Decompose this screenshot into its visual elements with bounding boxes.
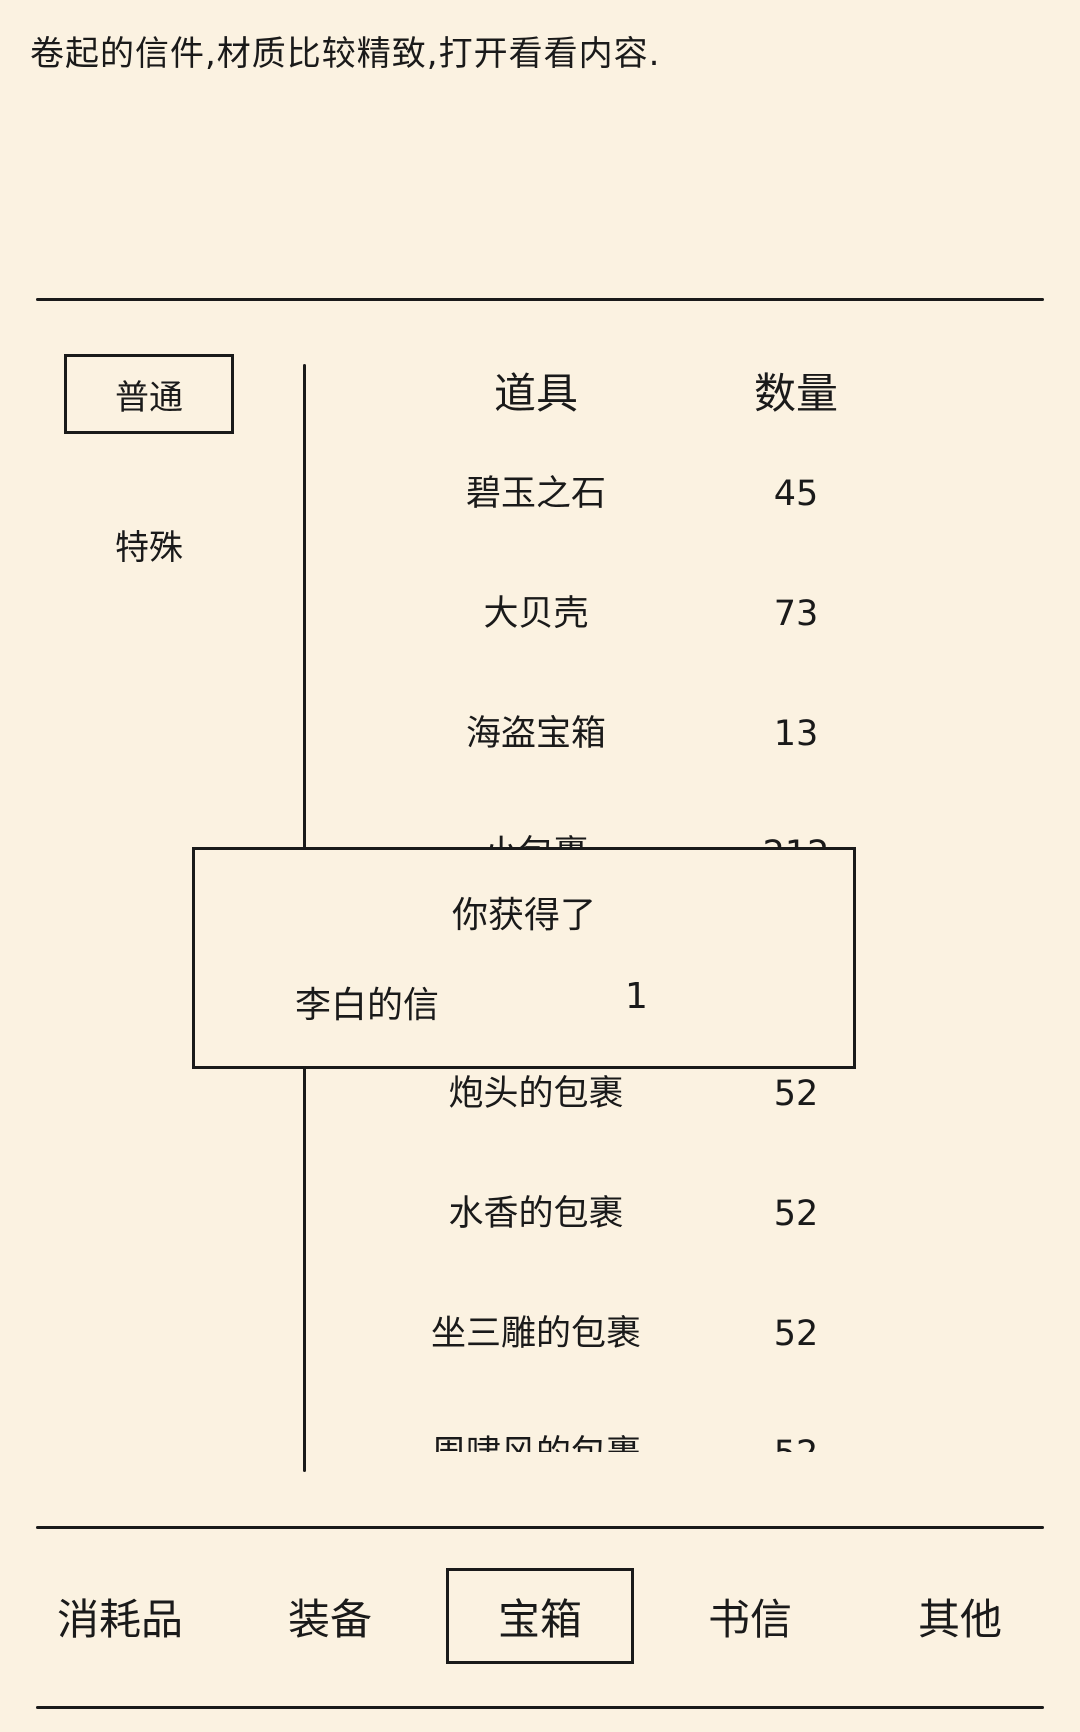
tab-other[interactable]: 其他 — [876, 1568, 1044, 1664]
item-qty: 73 — [773, 594, 819, 634]
item-name: 碧玉之石 — [465, 474, 606, 514]
tab-consumables[interactable]: 消耗品 — [36, 1568, 204, 1664]
item-list[interactable]: 道具 数量 碧玉之石 45 大贝壳 73 海盗宝箱 13 小包裹 212 炮头的… — [306, 340, 886, 1452]
item-name: 炮头的包裹 — [448, 1074, 624, 1114]
tab-other-label: 其他 — [917, 1594, 1002, 1644]
list-header: 道具 数量 — [306, 360, 886, 420]
item-name: 海盗宝箱 — [465, 714, 606, 754]
list-item[interactable]: 炮头的包裹 52 — [306, 1064, 886, 1124]
list-item[interactable]: 坐三雕的包裹 52 — [306, 1304, 886, 1364]
list-item[interactable]: 周啸风的包裹 52 — [306, 1424, 886, 1452]
top-divider — [36, 298, 1044, 301]
item-qty: 45 — [773, 474, 819, 514]
subcategory-special-button[interactable]: 特殊 — [64, 504, 234, 584]
item-name: 水香的包裹 — [448, 1194, 624, 1234]
item-name: 坐三雕的包裹 — [430, 1314, 641, 1354]
popup-title: 你获得了 — [451, 895, 596, 936]
tab-consumables-label: 消耗品 — [56, 1594, 183, 1644]
list-item[interactable]: 水香的包裹 52 — [306, 1184, 886, 1244]
tab-letters-label: 书信 — [707, 1594, 792, 1644]
item-qty: 13 — [773, 714, 819, 754]
subcategory-normal-label: 普通 — [115, 377, 183, 418]
subcategory-normal-button[interactable]: 普通 — [64, 354, 234, 434]
reward-popup[interactable]: 你获得了 李白的信 1 — [192, 847, 856, 1069]
list-item[interactable]: 海盗宝箱 13 — [306, 704, 886, 764]
item-qty: 52 — [706, 1424, 886, 1452]
popup-item-qty: 1 — [625, 976, 648, 1017]
item-name: 大贝壳 — [483, 594, 589, 634]
list-item[interactable]: 大贝壳 73 — [306, 584, 886, 644]
popup-item-name: 李白的信 — [295, 985, 440, 1026]
tabbar-bottom-divider — [36, 1706, 1044, 1709]
list-item[interactable]: 碧玉之石 45 — [306, 464, 886, 524]
item-qty: 52 — [773, 1194, 819, 1234]
tab-chests[interactable]: 宝箱 — [446, 1568, 634, 1664]
header-quantity: 数量 — [753, 369, 838, 418]
tabbar-top-divider — [36, 1526, 1044, 1529]
tab-chests-label: 宝箱 — [497, 1594, 582, 1644]
item-qty: 52 — [773, 1314, 819, 1354]
item-description: 卷起的信件,材质比较精致,打开看看内容. — [30, 34, 661, 74]
subcategory-special-label: 特殊 — [115, 527, 183, 568]
header-item: 道具 — [493, 369, 578, 418]
tab-equipment[interactable]: 装备 — [246, 1568, 414, 1664]
tab-equipment-label: 装备 — [287, 1594, 372, 1644]
item-qty: 52 — [773, 1074, 819, 1114]
item-name: 周啸风的包裹 — [306, 1424, 766, 1452]
tab-letters[interactable]: 书信 — [666, 1568, 834, 1664]
